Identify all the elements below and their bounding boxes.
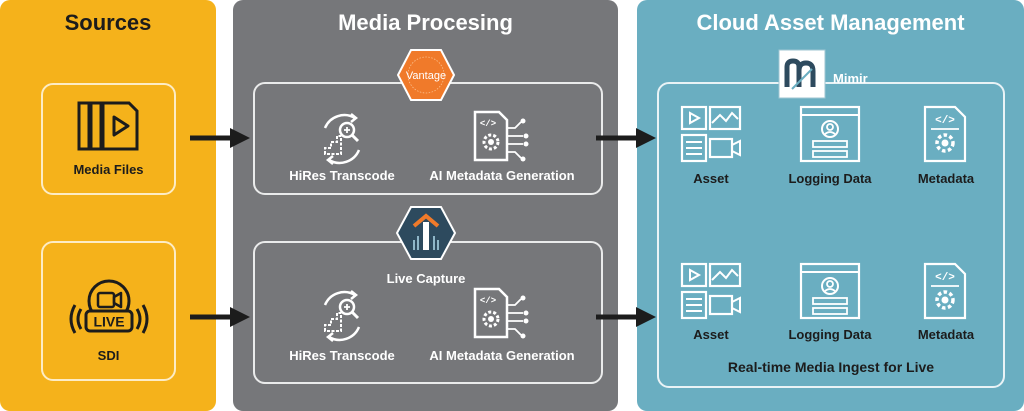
mimir-box[interactable] <box>657 82 1005 388</box>
mimir-label: Mimir <box>833 71 868 86</box>
logging-data-icon-2 <box>799 262 861 320</box>
asset-label-2: Asset <box>693 327 729 342</box>
ai-metadata-icon: </> <box>473 110 529 162</box>
metadata-icon-2: </> <box>923 262 967 320</box>
hires-transcode-icon <box>323 290 361 342</box>
svg-text:</>: </> <box>935 272 955 284</box>
logging-data-icon-1 <box>799 105 861 163</box>
mimir-logo-icon <box>778 49 826 99</box>
live-capture-logo-icon <box>396 206 456 260</box>
media-processing-panel: Media Procesing </> HiRes Transcode AI M… <box>233 0 618 411</box>
arrow-sdi-to-processing <box>190 307 250 327</box>
logging-data-label-1: Logging Data <box>788 171 872 186</box>
realtime-ingest-label: Real-time Media Ingest for Live <box>727 359 935 375</box>
asset-icon-2 <box>680 262 742 320</box>
media-files-icon <box>77 101 139 151</box>
arrow-processing-to-cloud-2 <box>596 307 656 327</box>
ai-metadata-label-2: AI Metadata Generation <box>429 348 575 363</box>
svg-text:</>: </> <box>935 115 955 127</box>
svg-text:</>: </> <box>480 296 496 306</box>
live-badge-text: LIVE <box>93 314 124 330</box>
metadata-label-2: Metadata <box>917 327 975 342</box>
metadata-label-1: Metadata <box>917 171 975 186</box>
asset-icon-1 <box>680 105 742 163</box>
ai-metadata-icon: </> <box>473 287 529 339</box>
live-camera-icon: LIVE <box>69 279 149 334</box>
media-files-label: Media Files <box>73 162 144 177</box>
arrow-media-files-to-processing <box>190 128 250 148</box>
sdi-label: SDI <box>97 348 120 363</box>
ai-metadata-label-1: AI Metadata Generation <box>429 168 575 183</box>
arrow-processing-to-cloud-1 <box>596 128 656 148</box>
hires-transcode-label-1: HiRes Transcode <box>289 168 395 183</box>
sources-title: Sources <box>64 10 152 35</box>
metadata-icon-1: </> <box>923 105 967 163</box>
vantage-logo-icon: Vantage <box>397 49 455 101</box>
svg-text:</>: </> <box>480 119 496 129</box>
live-capture-processing-box[interactable]: </> HiRes Transcode AI Metadata Generati… <box>253 241 603 384</box>
hires-transcode-label-2: HiRes Transcode <box>289 348 395 363</box>
sources-panel: Sources Media Files LIVE SDI <box>0 0 216 411</box>
logging-data-label-2: Logging Data <box>788 327 872 342</box>
vantage-badge-text: Vantage <box>406 70 446 82</box>
hires-transcode-icon <box>323 113 361 165</box>
live-capture-label: Live Capture <box>386 271 466 286</box>
sdi-box[interactable]: LIVE SDI <box>41 241 176 381</box>
cloud-asset-management-panel: Cloud Asset Management Mimir </> Asset L… <box>637 0 1024 411</box>
asset-label-1: Asset <box>693 171 729 186</box>
cloud-asset-management-title: Cloud Asset Management <box>696 10 965 35</box>
media-processing-title: Media Procesing <box>338 10 513 35</box>
media-files-box[interactable]: Media Files <box>41 83 176 195</box>
